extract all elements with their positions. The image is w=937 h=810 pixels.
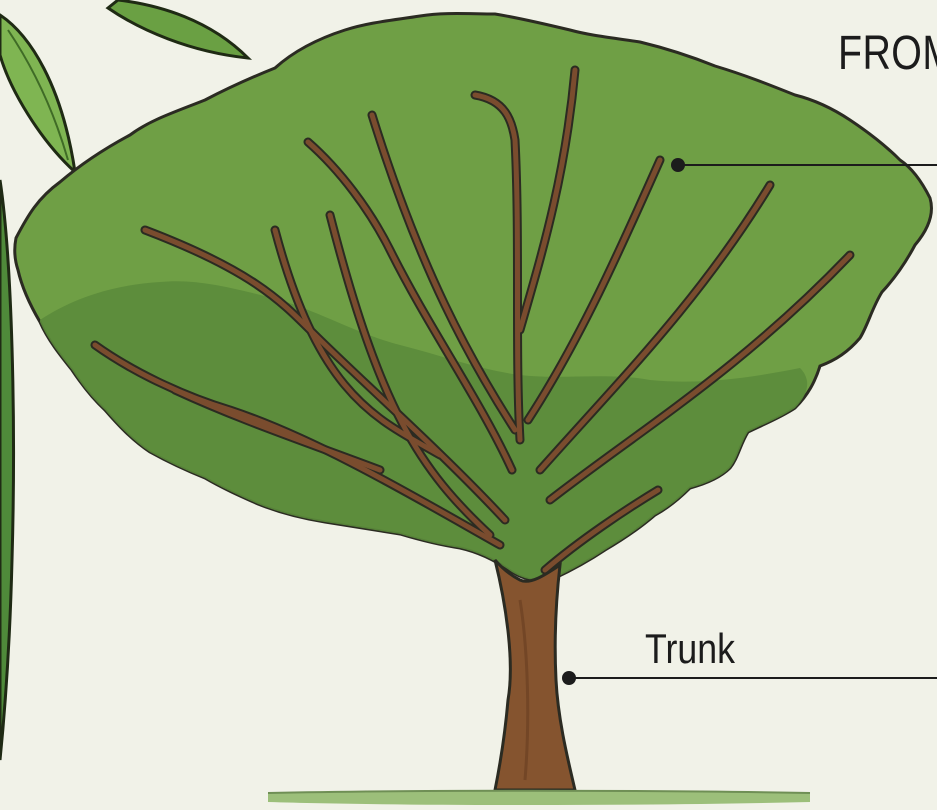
- trunk-label: Trunk: [645, 628, 735, 670]
- trunk-callout: [562, 671, 937, 685]
- ground-strip: [268, 791, 810, 805]
- header-label: FROM: [838, 30, 937, 78]
- canopy-leader-dot: [671, 158, 685, 172]
- left-stem: [0, 180, 14, 760]
- leaf-top: [108, 0, 248, 58]
- trunk-leader-dot: [562, 671, 576, 685]
